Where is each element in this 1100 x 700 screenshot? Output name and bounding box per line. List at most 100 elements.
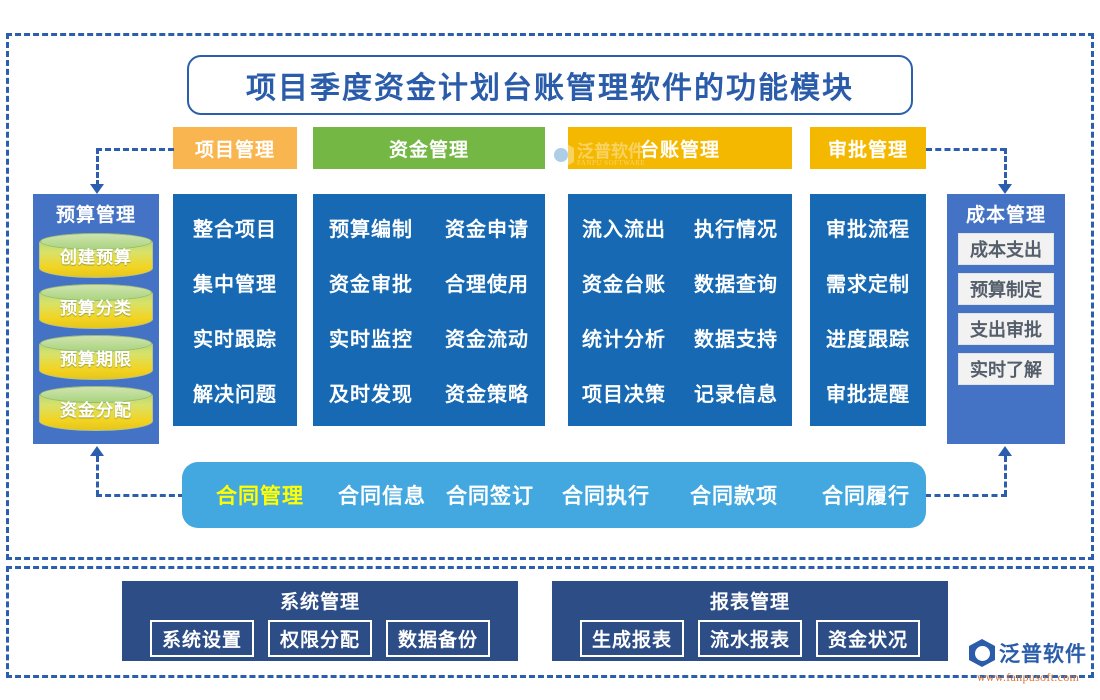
column-cell[interactable]: 资金审批 [329, 274, 413, 296]
connector-approval-to-cost-h [926, 148, 1006, 151]
system-settings-button[interactable]: 系统设置 [149, 620, 254, 657]
column-cell[interactable]: 解决问题 [193, 384, 277, 406]
header-chip-approval[interactable]: 审批管理 [810, 127, 926, 169]
cost-item-expense-approval[interactable]: 支出审批 [958, 313, 1054, 345]
column-cell[interactable]: 实时跟踪 [193, 329, 277, 351]
column-cell[interactable]: 合理使用 [445, 274, 529, 296]
connector-project-to-budget-v [96, 148, 99, 186]
button-row: 生成报表 流水报表 资金状况 [579, 620, 921, 657]
column-row: 资金审批 合理使用 [313, 255, 545, 310]
column-cell[interactable]: 执行情况 [694, 219, 778, 241]
contract-item-payment[interactable]: 合同款项 [690, 484, 778, 508]
column-cell[interactable]: 及时发现 [329, 384, 413, 406]
contract-management-bar[interactable]: 合同管理 合同信息 合同签订 合同执行 合同款项 合同履行 [182, 462, 926, 528]
cost-item-budget-plan[interactable]: 预算制定 [958, 273, 1054, 305]
header-chip-ledger[interactable]: 台账管理 [568, 127, 792, 169]
budget-item-term[interactable]: 预算期限 [39, 335, 153, 380]
panel-cost-management[interactable]: 成本管理 成本支出 预算制定 支出审批 实时了解 [947, 194, 1065, 444]
cost-item-realtime[interactable]: 实时了解 [958, 353, 1054, 385]
column-cell[interactable]: 实时监控 [329, 329, 413, 351]
logo-url: www.fanpusoft.com [976, 670, 1080, 684]
column-cell[interactable]: 整合项目 [193, 219, 277, 241]
column-row: 集中管理 [173, 255, 297, 310]
column-cell[interactable]: 进度跟踪 [826, 329, 910, 351]
column-cell[interactable]: 资金流动 [445, 329, 529, 351]
connector-contract-to-budget-arrow [90, 446, 104, 456]
column-cell[interactable]: 预算编制 [329, 219, 413, 241]
column-cell[interactable]: 资金策略 [445, 384, 529, 406]
column-row: 解决问题 [173, 365, 297, 420]
connector-contract-to-cost-h [925, 494, 1007, 497]
column-ledger-management: 流入流出 执行情况 资金台账 数据查询 统计分析 数据支持 项目决策 记录信息 [568, 194, 792, 426]
company-logo: 泛普软件 www.fanpusoft.com [962, 638, 1094, 694]
panel-title: 系统管理 [279, 592, 360, 613]
column-row: 及时发现 资金策略 [313, 365, 545, 420]
connector-project-to-budget-arrow [90, 184, 104, 194]
column-project-management: 整合项目 集中管理 实时跟踪 解决问题 [173, 194, 297, 426]
fanpu-mark-icon [969, 639, 995, 667]
column-row: 项目决策 记录信息 [568, 365, 792, 420]
column-cell[interactable]: 审批提醒 [826, 384, 910, 406]
button-row: 系统设置 权限分配 数据备份 [149, 620, 491, 657]
panel-budget-management[interactable]: 预算管理 创建预算 预算分类 预算期限 资金分配 [33, 194, 159, 444]
logo-row: 泛普软件 [969, 638, 1087, 668]
budget-item-create[interactable]: 创建预算 [39, 233, 153, 278]
column-cell[interactable]: 资金申请 [445, 219, 529, 241]
column-cell[interactable]: 集中管理 [193, 274, 277, 296]
budget-item-category[interactable]: 预算分类 [39, 284, 153, 329]
generate-report-button[interactable]: 生成报表 [579, 620, 684, 657]
permission-allocation-button[interactable]: 权限分配 [267, 620, 372, 657]
connector-contract-to-cost-arrow [998, 446, 1012, 456]
data-backup-button[interactable]: 数据备份 [386, 620, 491, 657]
diagram-title-box: 项目季度资金计划台账管理软件的功能模块 [187, 55, 913, 115]
column-row: 实时监控 资金流动 [313, 310, 545, 365]
contract-item-execute[interactable]: 合同执行 [562, 484, 650, 508]
column-row: 整合项目 [173, 200, 297, 255]
panel-title: 预算管理 [55, 205, 136, 226]
column-cell[interactable]: 审批流程 [826, 219, 910, 241]
header-chip-project[interactable]: 项目管理 [173, 127, 297, 169]
panel-report-management[interactable]: 报表管理 生成报表 流水报表 资金状况 [552, 581, 948, 661]
column-row: 进度跟踪 [810, 310, 926, 365]
header-chip-label: 审批管理 [827, 139, 908, 161]
column-row: 流入流出 执行情况 [568, 200, 792, 255]
cost-item-expense[interactable]: 成本支出 [958, 233, 1054, 265]
column-cell[interactable]: 统计分析 [582, 329, 666, 351]
column-row: 实时跟踪 [173, 310, 297, 365]
header-chip-label: 资金管理 [388, 139, 469, 161]
header-chip-label: 项目管理 [194, 139, 275, 161]
column-cell[interactable]: 资金台账 [582, 274, 666, 296]
cost-item-label: 支出审批 [970, 320, 1042, 340]
column-row: 审批流程 [810, 200, 926, 255]
header-chip-funds[interactable]: 资金管理 [313, 127, 545, 169]
panel-system-management[interactable]: 系统管理 系统设置 权限分配 数据备份 [122, 581, 518, 661]
logo-company-name: 泛普软件 [999, 642, 1087, 666]
column-funds-management: 预算编制 资金申请 资金审批 合理使用 实时监控 资金流动 及时发现 资金策略 [313, 194, 545, 426]
outer-dashed-frame-bottom [6, 566, 1094, 678]
column-cell[interactable]: 记录信息 [694, 384, 778, 406]
budget-item-label: 预算期限 [60, 350, 132, 369]
page-title: 项目季度资金计划台账管理软件的功能模块 [246, 72, 854, 105]
column-cell[interactable]: 数据支持 [694, 329, 778, 351]
column-cell[interactable]: 数据查询 [694, 274, 778, 296]
cost-item-label: 实时了解 [970, 360, 1042, 380]
column-cell[interactable]: 流入流出 [582, 219, 666, 241]
column-row: 需求定制 [810, 255, 926, 310]
connector-contract-to-budget-v [96, 456, 99, 496]
fund-status-button[interactable]: 资金状况 [816, 620, 921, 657]
contract-item-info[interactable]: 合同信息 [338, 484, 426, 508]
contract-item-performance[interactable]: 合同履行 [822, 484, 910, 508]
header-chip-label: 台账管理 [639, 139, 720, 161]
budget-item-allocation[interactable]: 资金分配 [39, 386, 153, 431]
column-row: 审批提醒 [810, 365, 926, 420]
connector-approval-to-cost-arrow [998, 184, 1012, 194]
column-cell[interactable]: 需求定制 [826, 274, 910, 296]
column-row: 资金台账 数据查询 [568, 255, 792, 310]
column-row: 预算编制 资金申请 [313, 200, 545, 255]
column-row: 统计分析 数据支持 [568, 310, 792, 365]
flow-report-button[interactable]: 流水报表 [697, 620, 802, 657]
cost-item-label: 成本支出 [970, 240, 1042, 260]
contract-item-sign[interactable]: 合同签订 [446, 484, 534, 508]
connector-contract-to-cost-v [1004, 456, 1007, 496]
column-cell[interactable]: 项目决策 [582, 384, 666, 406]
